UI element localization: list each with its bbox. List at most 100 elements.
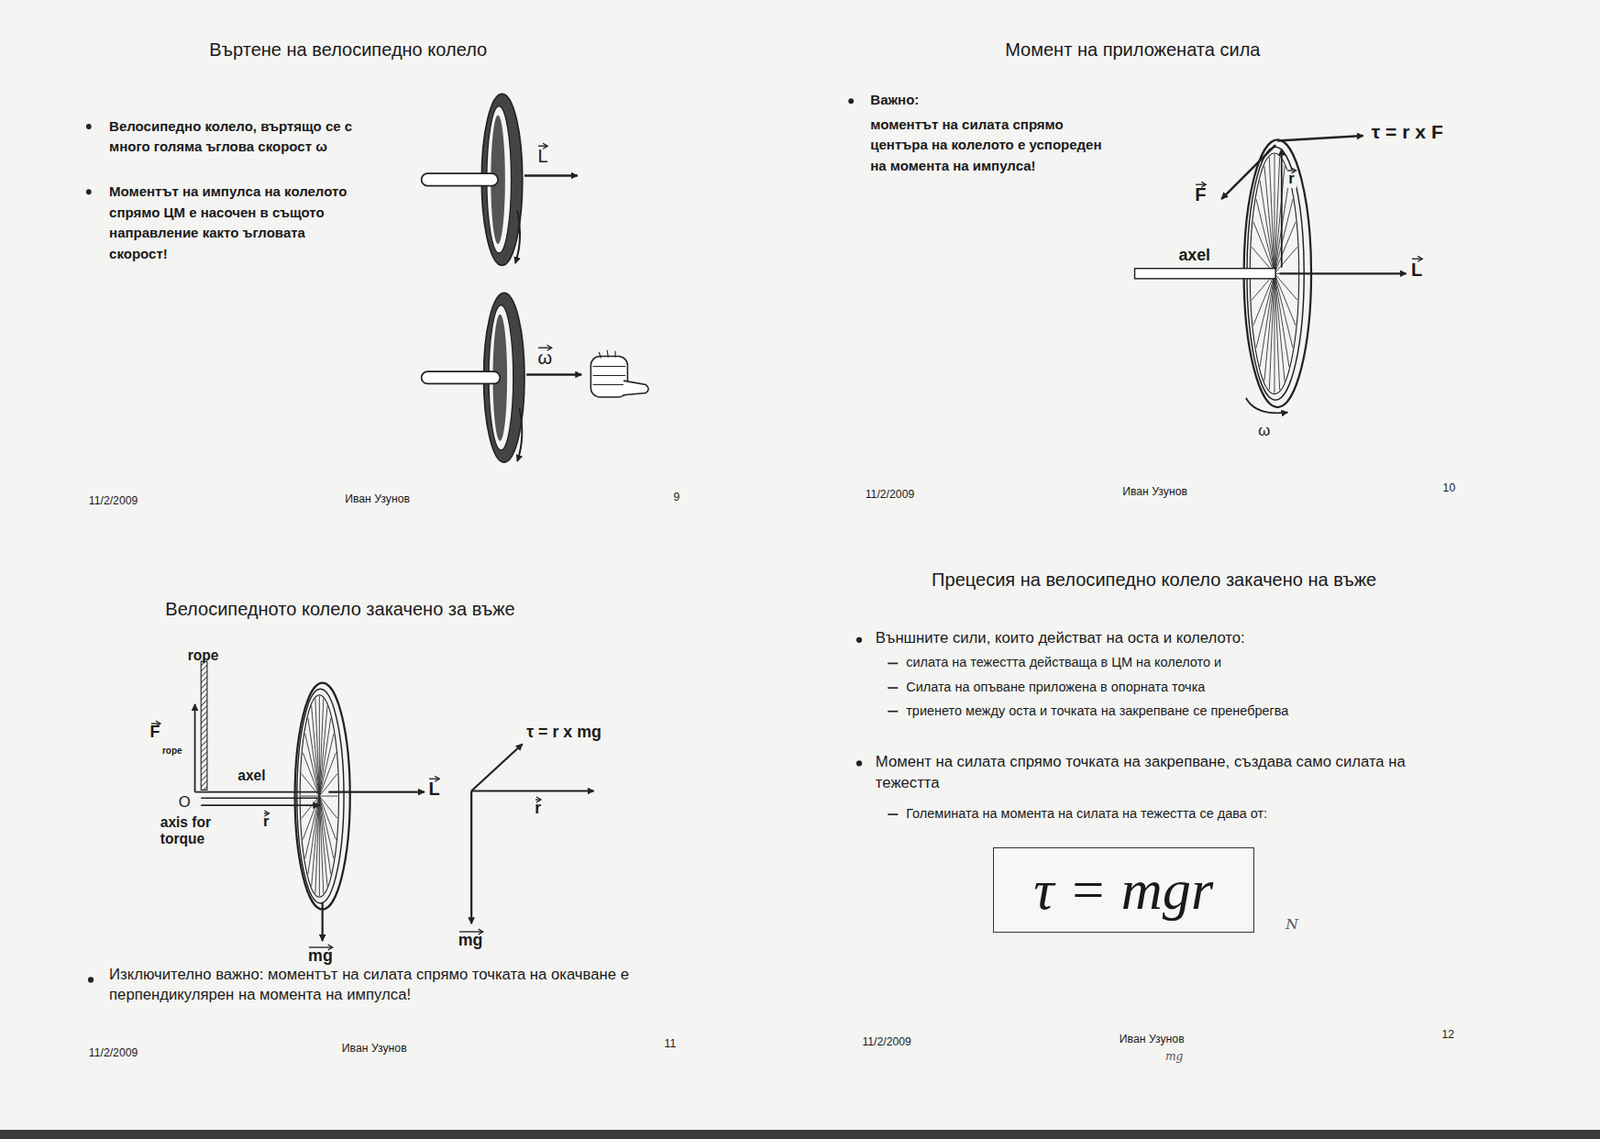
spoke bbox=[319, 752, 336, 796]
overarrow-line bbox=[1287, 169, 1296, 171]
vector-arrow bbox=[1280, 148, 1283, 267]
vector-overarrow bbox=[1286, 167, 1297, 174]
vector-arrow bbox=[1277, 135, 1363, 142]
bullet-text: Външните сили, които действат на оста и … bbox=[875, 628, 1246, 648]
vector-overarrow bbox=[428, 775, 440, 782]
spoke bbox=[1274, 273, 1285, 381]
formula-label-wrap: τ = r x F bbox=[1371, 120, 1444, 144]
overarrow-line bbox=[1412, 258, 1422, 260]
formula-label: τ = r x mg bbox=[526, 722, 602, 742]
footer-author: Иван Узунов bbox=[1119, 1032, 1185, 1047]
slide-title: Момент на приложената сила bbox=[1004, 38, 1260, 61]
vector-label: ω bbox=[1257, 421, 1270, 441]
spoke bbox=[1273, 273, 1275, 393]
footer-date-wrap: 11/2/2009 bbox=[865, 485, 916, 502]
bullet-text: Изключително важно: моментът на силата с… bbox=[109, 964, 681, 1006]
handwritten-mark: N bbox=[1285, 915, 1299, 934]
vector-label: L bbox=[1411, 258, 1423, 281]
bullet bbox=[86, 123, 92, 130]
slide-number-wrap: 11 bbox=[663, 1034, 676, 1051]
bullet-text: Важно: bbox=[870, 91, 919, 109]
slide-title: Велосипедното колело закачено за въже bbox=[165, 597, 515, 620]
vector-label-wrap: r bbox=[534, 798, 541, 818]
axle-line bbox=[200, 796, 319, 799]
right-hand-fist bbox=[590, 350, 649, 398]
vector-overarrow bbox=[308, 944, 333, 950]
vector-arrow bbox=[471, 743, 523, 791]
dash bbox=[887, 662, 898, 665]
overarrow-line bbox=[538, 347, 552, 349]
sub-bullet-text: Силата на опъване приложена в опорната т… bbox=[905, 679, 1205, 696]
slide-number-wrap: 12 bbox=[1442, 1025, 1456, 1042]
vector-label: F bbox=[150, 722, 161, 742]
overarrow-head bbox=[1201, 181, 1206, 188]
thumb bbox=[623, 380, 649, 396]
vector-label-wrap: r bbox=[1286, 169, 1297, 188]
vector-arrow bbox=[1280, 272, 1407, 275]
part-label-wrap: rope bbox=[187, 647, 220, 665]
sub-bullet-text-wrap: триенето между оста и точката на закрепв… bbox=[905, 702, 1289, 719]
slide-title-wrap: Момент на приложената сила bbox=[1004, 38, 1260, 61]
dash bbox=[887, 813, 898, 816]
overarrow-head bbox=[547, 344, 552, 351]
vector-label: r bbox=[534, 798, 541, 818]
footer-date: 11/2/2009 bbox=[865, 487, 916, 502]
dash bbox=[887, 686, 898, 689]
handwritten-mark: mg bbox=[1165, 1049, 1183, 1064]
vector-arrow bbox=[328, 790, 425, 793]
overarrow-head bbox=[1417, 256, 1423, 263]
bullet bbox=[88, 976, 94, 983]
bullet-text-wrap: Велосипедно колело, въртящо се с много г… bbox=[109, 116, 363, 158]
part-label-wrap: axel bbox=[1178, 245, 1211, 265]
footer-author-wrap: Иван Узунов bbox=[342, 1038, 408, 1056]
spoke bbox=[1274, 221, 1296, 274]
sub-bullet-text-wrap: Силата на опъване приложена в опорната т… bbox=[905, 678, 1205, 696]
sub-bullet-text-wrap: Големината на момента на силата на тежес… bbox=[905, 805, 1268, 822]
sub-bullet-text: триенето между оста и точката на закрепв… bbox=[905, 703, 1289, 719]
spoke bbox=[300, 795, 320, 797]
subscript-label: rope bbox=[162, 745, 183, 757]
vector-overarrow bbox=[537, 143, 548, 149]
rotation-arrow bbox=[1246, 397, 1289, 413]
point-label: O bbox=[178, 793, 191, 812]
vector-label-wrap: L bbox=[1411, 258, 1423, 281]
spoke bbox=[1274, 246, 1298, 274]
slide-number: 9 bbox=[673, 490, 681, 505]
vector-label: r bbox=[1286, 169, 1297, 188]
part-label: axis for torque bbox=[160, 814, 232, 848]
overarrow-head bbox=[328, 944, 333, 950]
bullet-text-wrap: Изключително важно: моментът на силата с… bbox=[109, 964, 681, 1006]
force-arrow bbox=[194, 704, 197, 793]
tire bbox=[295, 683, 351, 910]
bullet-text: моментът на силата спрямо центъра на кол… bbox=[870, 114, 1112, 177]
sub-bullet-text-wrap: силата на тежестта действаща в ЦМ на кол… bbox=[905, 653, 1222, 671]
footer-date-wrap: 11/2/2009 bbox=[88, 491, 139, 508]
footer-author-wrap: Иван Узунов bbox=[344, 489, 410, 507]
bullet-text: Велосипедно колело, въртящо се с много г… bbox=[109, 116, 363, 158]
finger-line bbox=[593, 375, 627, 376]
slide-number: 10 bbox=[1443, 481, 1457, 496]
axle bbox=[421, 173, 498, 186]
vector-label: L bbox=[428, 777, 440, 800]
bullet bbox=[86, 188, 92, 195]
part-label-wrap: axis for torque bbox=[160, 814, 232, 848]
overarrow-head bbox=[477, 928, 483, 935]
vector-arrow bbox=[200, 804, 320, 806]
vector-arrow bbox=[471, 789, 595, 792]
slide-number-wrap: 10 bbox=[1443, 478, 1457, 496]
spoke bbox=[319, 795, 328, 886]
rim bbox=[297, 688, 344, 904]
slide-number: 11 bbox=[663, 1037, 676, 1051]
vector-label: mg bbox=[308, 946, 333, 966]
part-label-wrap: axel bbox=[237, 767, 265, 785]
part-label: axel bbox=[1178, 245, 1211, 265]
point-label-wrap: O bbox=[178, 793, 191, 812]
footer-date-wrap: 11/2/2009 bbox=[861, 1032, 912, 1049]
overarrow-head bbox=[1291, 167, 1297, 174]
bullet bbox=[848, 98, 854, 104]
footer-author: Иван Узунов bbox=[344, 492, 410, 507]
vector-label: ω bbox=[537, 346, 552, 369]
vector-arrow bbox=[526, 373, 582, 376]
vector-arrow bbox=[470, 790, 473, 924]
